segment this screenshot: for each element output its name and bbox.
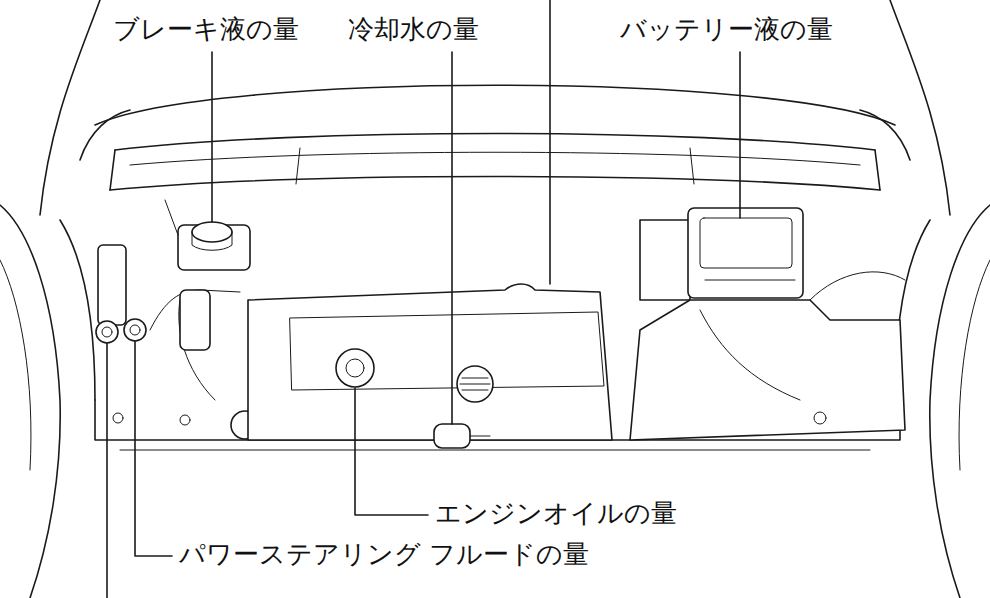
part-label: バッテリー液の量 xyxy=(617,14,836,45)
part-label: ブレーキ液の量 xyxy=(110,14,302,45)
part-label: エンジンオイルの量 xyxy=(432,498,680,529)
part-label: パワーステアリング フルードの量 xyxy=(176,539,592,570)
part-label: 冷却水の量 xyxy=(345,14,482,45)
